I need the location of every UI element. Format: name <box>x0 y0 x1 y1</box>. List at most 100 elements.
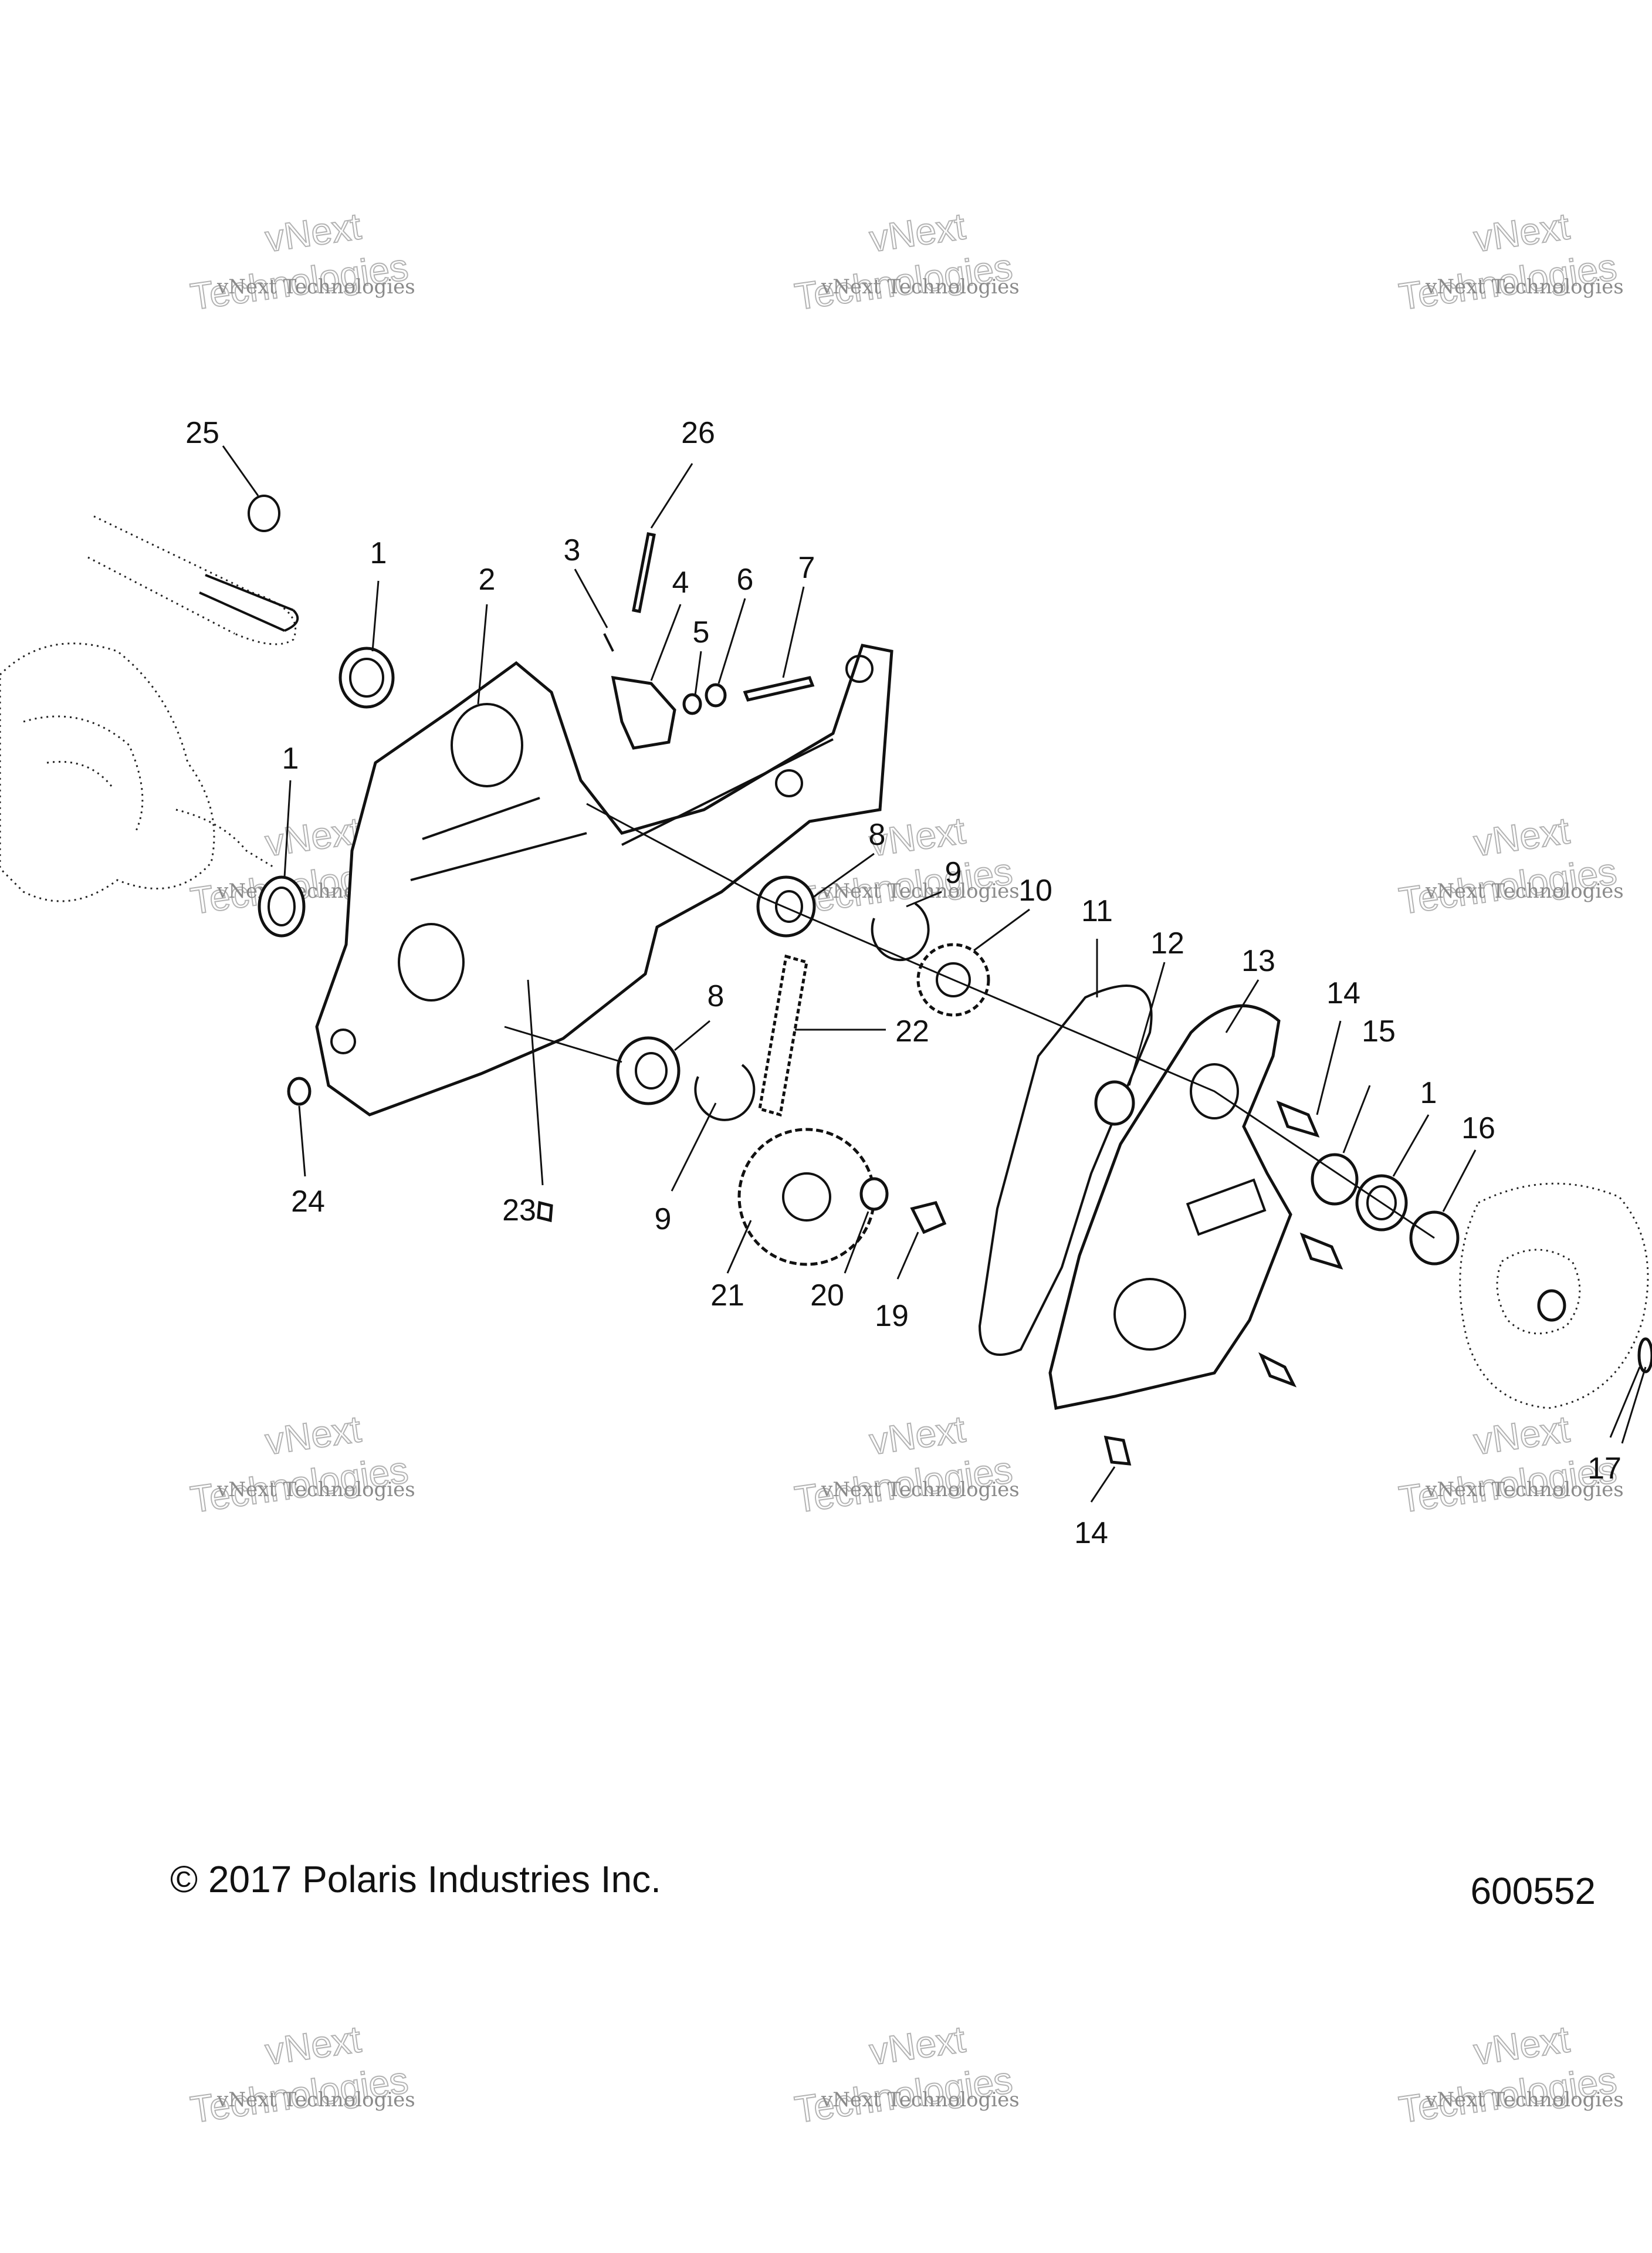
ghost-transmission-detail <box>23 715 276 870</box>
callout-4: 4 <box>672 566 689 600</box>
leader-4 <box>650 604 682 681</box>
callout-19: 19 <box>875 1299 909 1333</box>
watermark: Technologies vNext vNext Technologies <box>187 2017 415 2132</box>
watermark-outline-small: vNext <box>263 1408 364 1463</box>
callout-17: 17 <box>1587 1452 1621 1486</box>
watermark-text: vNext Technologies <box>821 1478 1020 1501</box>
callout-9-lower: 9 <box>655 1202 672 1236</box>
housing-mount-3 <box>330 1029 356 1054</box>
axis-line-lower <box>504 1026 622 1063</box>
chain-22 <box>758 954 808 1117</box>
gasket-11 <box>978 985 1153 1356</box>
tensioner-4 <box>611 675 676 750</box>
callout-11: 11 <box>1081 894 1113 928</box>
leader-9-upper <box>906 891 942 908</box>
parts <box>199 495 1652 1466</box>
callout-8-upper: 8 <box>869 818 886 852</box>
bolt-19 <box>910 1201 947 1234</box>
bolt-14-low <box>1258 1352 1297 1388</box>
ghost-driveshaft <box>87 515 297 645</box>
axis-line-upper <box>586 803 1435 1239</box>
figure-id: 600552 <box>1470 1870 1596 1912</box>
watermark-outline-small: vNext <box>1471 1408 1572 1463</box>
callout-12: 12 <box>1150 926 1184 960</box>
seal-15 <box>1311 1153 1359 1206</box>
seal-12 <box>1094 1080 1135 1126</box>
leader-15 <box>1342 1085 1371 1153</box>
leader-14-top <box>1316 1020 1342 1115</box>
watermark-text: vNext Technologies <box>216 1478 415 1501</box>
leader-12 <box>1128 962 1166 1086</box>
bolt-14-mid <box>1299 1232 1343 1270</box>
bolt-14-bottom <box>1103 1435 1132 1466</box>
leader-24 <box>298 1105 306 1177</box>
leader-14-bottom <box>1090 1466 1116 1503</box>
leader-19 <box>896 1232 919 1280</box>
pin-3 <box>603 633 614 652</box>
bearing-8-lower-inner <box>635 1052 668 1090</box>
leader-21 <box>726 1220 752 1274</box>
leader-1-right <box>1392 1114 1430 1177</box>
watermark-outline-small: vNext <box>1471 2018 1572 2073</box>
chaincase-housing <box>315 644 893 1117</box>
watermark-outline-small: vNext <box>263 205 364 260</box>
snap-ring-9-lower <box>694 1064 756 1121</box>
watermark-outline-small: vNext <box>263 2018 364 2073</box>
hub-17b <box>1637 1337 1652 1374</box>
sprocket-10-hub <box>936 962 971 997</box>
callout-6: 6 <box>737 563 754 597</box>
callout-20: 20 <box>810 1278 844 1312</box>
cover-logo-plate <box>1186 1178 1267 1236</box>
leader-8-upper <box>812 853 875 899</box>
leader-5 <box>694 651 702 696</box>
leader-1-lower <box>283 780 292 878</box>
callout-15: 15 <box>1362 1014 1396 1048</box>
callout-5: 5 <box>693 615 710 649</box>
watermark-text: vNext Technologies <box>821 275 1020 299</box>
watermark-text: vNext Technologies <box>216 2088 415 2112</box>
watermark: Technologies vNext vNext Technologies <box>791 204 1020 319</box>
leader-9-lower <box>671 1102 717 1192</box>
leader-17a <box>1609 1366 1641 1438</box>
watermark-text: vNext Technologies <box>216 275 415 299</box>
washer-5 <box>682 693 702 715</box>
housing-mount-1 <box>775 769 803 797</box>
seal-1-upper-inner <box>349 658 384 698</box>
leader-8-lower <box>674 1020 710 1051</box>
watermark-outline-small: vNext <box>1471 205 1572 260</box>
housing-bore-lower <box>398 923 465 1002</box>
callout-8-lower: 8 <box>707 979 725 1013</box>
dowel-23 <box>537 1200 553 1223</box>
leader-7 <box>782 586 805 678</box>
leader-20 <box>844 1211 869 1274</box>
seal-1-lower-inner <box>268 887 296 926</box>
watermark: Technologies vNext vNext Technologies <box>791 808 1020 923</box>
leader-13 <box>1225 979 1260 1033</box>
ghost-transmission <box>0 642 215 902</box>
nut-6 <box>705 683 727 708</box>
watermark-text: vNext Technologies <box>1425 2088 1624 2112</box>
bearing-8-upper <box>756 875 816 938</box>
callout-22: 22 <box>895 1014 929 1048</box>
o-ring-25 <box>248 495 280 532</box>
seal-1-lower <box>258 875 306 938</box>
leader-3 <box>574 569 608 628</box>
callout-16: 16 <box>1461 1111 1495 1145</box>
watermark-outline-small: vNext <box>867 205 968 260</box>
watermark-group: Technologies vNext vNext Technologies Te… <box>187 204 1624 2132</box>
callout-1-lower: 1 <box>282 742 299 776</box>
watermark-text: vNext Technologies <box>1425 879 1624 903</box>
watermark: Technologies vNext vNext Technologies <box>1396 204 1624 319</box>
leader-10 <box>973 908 1030 952</box>
sprocket-21 <box>737 1128 876 1266</box>
housing-rib <box>410 738 834 881</box>
bearing-8-upper-inner <box>775 890 803 923</box>
callout-7: 7 <box>798 551 815 585</box>
watermark: Technologies vNext vNext Technologies <box>1396 808 1624 923</box>
watermark-outline-small: vNext <box>1471 809 1572 864</box>
leader-26 <box>650 463 693 529</box>
leader-2 <box>477 604 488 705</box>
ghost-parts <box>0 515 1649 1409</box>
shaft-spline <box>199 574 299 632</box>
copyright-text: © 2017 Polaris Industries Inc. <box>170 1858 661 1900</box>
